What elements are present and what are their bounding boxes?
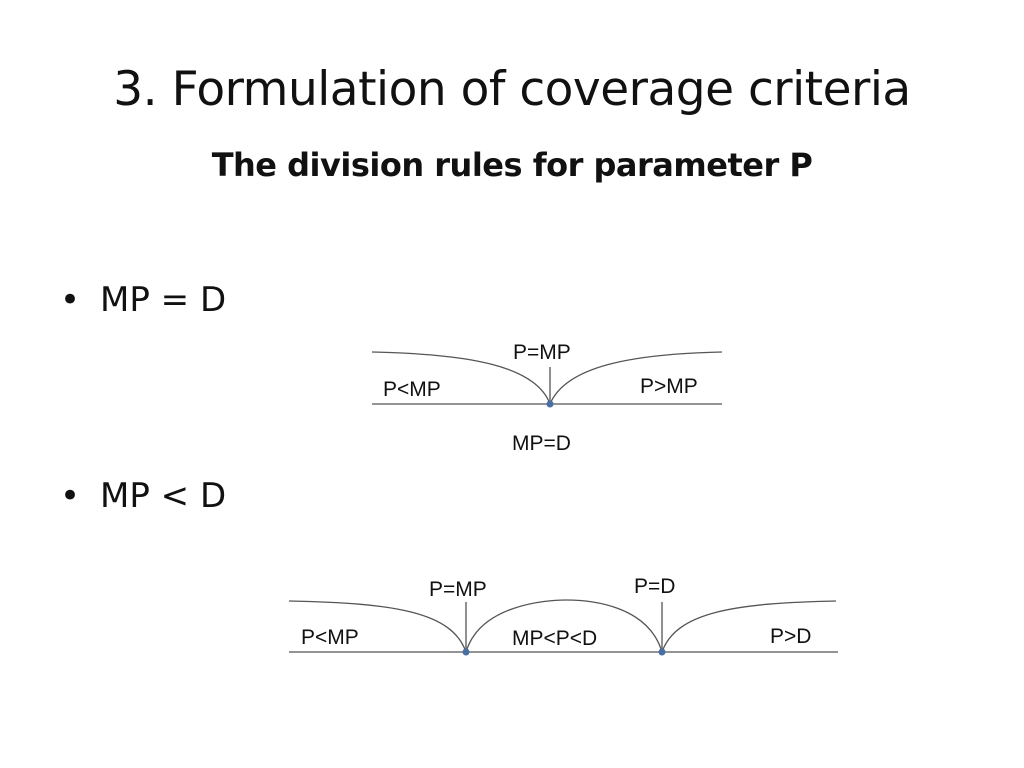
boundary-label-mp: P=MP xyxy=(429,578,487,601)
bullet-text: MP < D xyxy=(100,476,227,516)
left-region-curve xyxy=(371,351,551,405)
right-region-label: P>MP xyxy=(640,375,698,398)
right-region-label: P>D xyxy=(770,625,811,648)
slide-title: 3. Formulation of coverage criteria xyxy=(113,62,911,117)
boundary-point xyxy=(546,400,554,408)
condition-label: MP=D xyxy=(512,432,571,455)
left-region-label: P<MP xyxy=(301,626,359,649)
bullet-marker: • xyxy=(60,280,81,320)
bullet-marker: • xyxy=(60,476,81,516)
boundary-point-d xyxy=(658,648,666,656)
bullet-text: MP = D xyxy=(100,280,227,320)
bullet-item-mp-less-than-d: • MP < D xyxy=(60,476,226,516)
diagram-mp-equals-d: P=MP P<MP P>MP MP=D xyxy=(371,341,723,455)
boundary-label-d: P=D xyxy=(634,575,675,598)
left-region-label: P<MP xyxy=(383,378,441,401)
boundary-point-mp xyxy=(462,648,470,656)
boundary-label: P=MP xyxy=(513,341,571,364)
slide-subtitle: The division rules for parameter P xyxy=(211,146,813,184)
right-region-curve xyxy=(549,351,723,405)
diagram-mp-less-than-d: P=MP P=D P<MP MP<P<D P>D xyxy=(288,575,838,656)
left-region-curve xyxy=(288,600,467,653)
middle-region-label: MP<P<D xyxy=(512,627,597,650)
middle-region-curve xyxy=(465,599,663,653)
right-region-curve xyxy=(661,600,837,653)
bullet-item-mp-equals-d: • MP = D xyxy=(60,280,226,320)
